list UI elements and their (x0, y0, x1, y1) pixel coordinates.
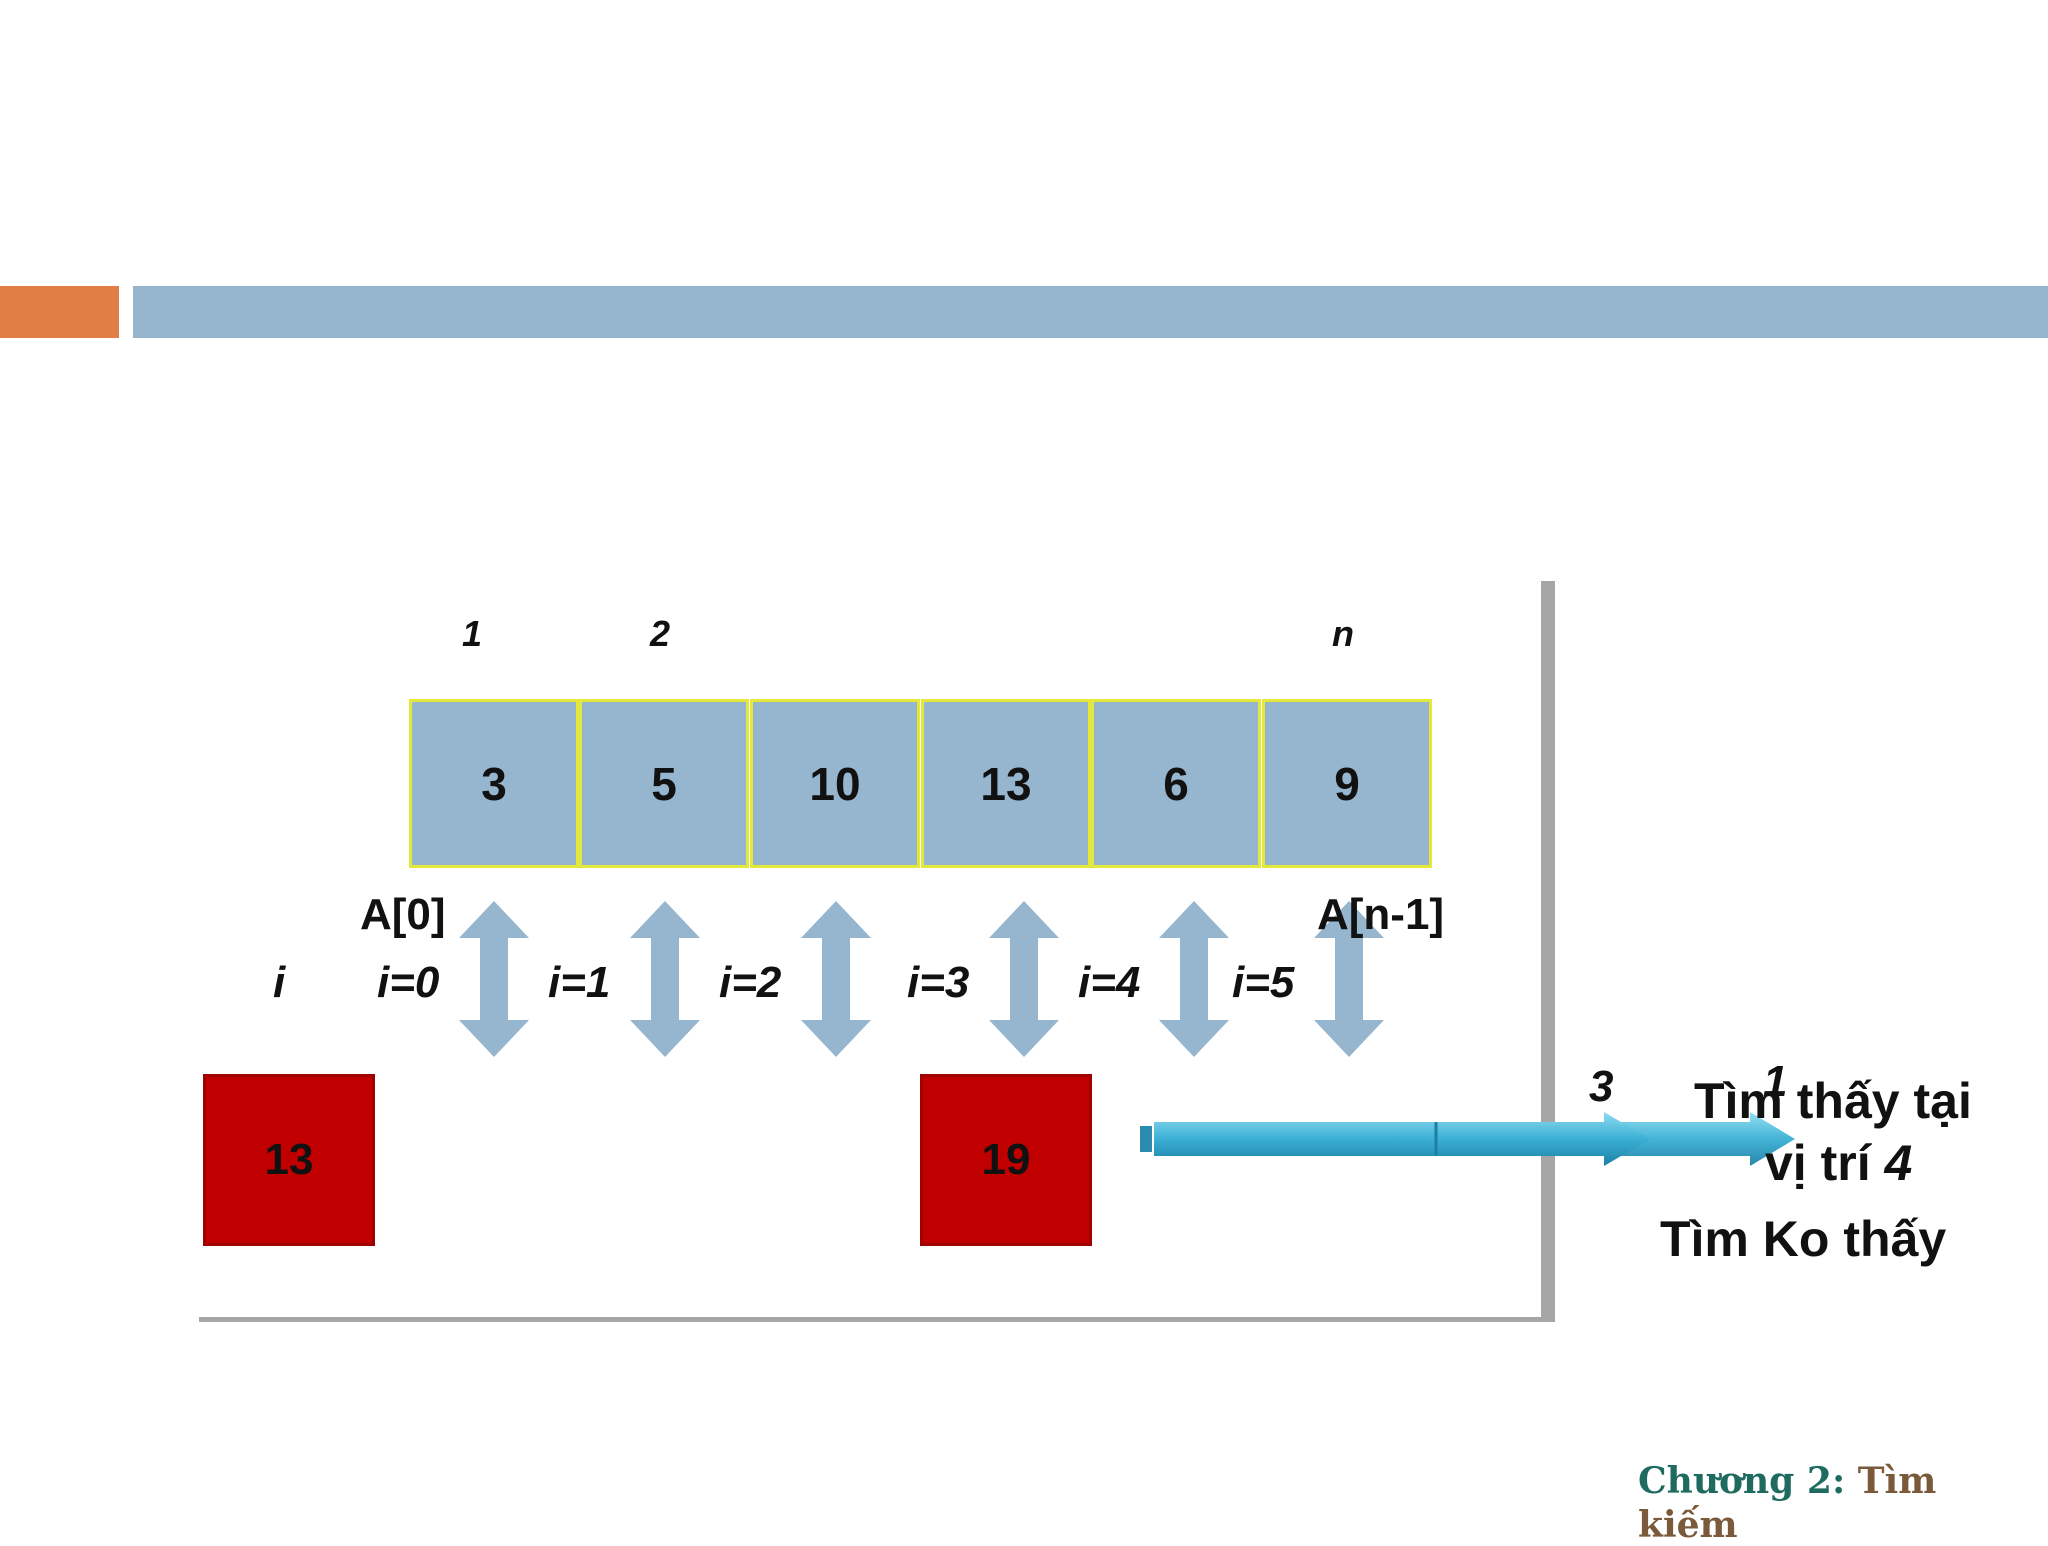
iterator-name: i (273, 958, 286, 1007)
array-cell: 3 (409, 699, 579, 868)
frame-vertical-line (1541, 581, 1555, 1322)
last-element-label: A[n-1] (1317, 890, 1445, 939)
first-element-label: A[0] (360, 890, 446, 939)
result-small-right: 1 (1763, 1057, 1788, 1106)
right-arrow-icon (1140, 1112, 1795, 1166)
iterator-step: i=3 (907, 958, 970, 1007)
iterator-step: i=2 (719, 958, 782, 1007)
found-prefix: vị trí (1765, 1135, 1885, 1191)
footer-title-continued: kiếm (1638, 1504, 1738, 1546)
double-arrow-icon (630, 901, 700, 1057)
found-position: 4 (1884, 1135, 1913, 1191)
found-text-line1: Tìm thấy tại (1694, 1073, 1972, 1129)
iterator-step: i=1 (548, 958, 611, 1007)
not-found-text: Tìm Ko thấy (1660, 1211, 1947, 1267)
chapter-footer: Chương 2: Tìm (1638, 1460, 1936, 1502)
iterator-step: i=0 (377, 958, 440, 1007)
array-cell: 13 (921, 699, 1091, 868)
array-cell: 5 (579, 699, 749, 868)
footer-chapter: Chương 2: (1638, 1460, 1858, 1502)
found-text-line2: vị trí 4 (1765, 1134, 1912, 1192)
footer-title: Tìm (1857, 1460, 1937, 1502)
iterator-step: i=4 (1078, 958, 1141, 1007)
index-label-1: 1 (462, 613, 483, 654)
search-value-box: 19 (920, 1074, 1092, 1246)
double-arrow-icon (1314, 901, 1384, 1057)
header-bar (133, 286, 2048, 338)
iterator-step: i=5 (1232, 958, 1295, 1007)
array-cell: 6 (1091, 699, 1261, 868)
double-arrow-icon (1159, 901, 1229, 1057)
array-cell: 9 (1262, 699, 1432, 868)
double-arrow-icon (989, 901, 1059, 1057)
result-small-left: 3 (1589, 1062, 1614, 1111)
search-value-box: 13 (203, 1074, 375, 1246)
header-accent-bar (0, 286, 119, 338)
index-label-n: n (1332, 613, 1354, 654)
double-arrow-icon (459, 901, 529, 1057)
index-label-2: 2 (650, 613, 671, 654)
double-arrow-icon (801, 901, 871, 1057)
frame-horizontal-line (199, 1317, 1555, 1322)
array-cell: 10 (750, 699, 920, 868)
